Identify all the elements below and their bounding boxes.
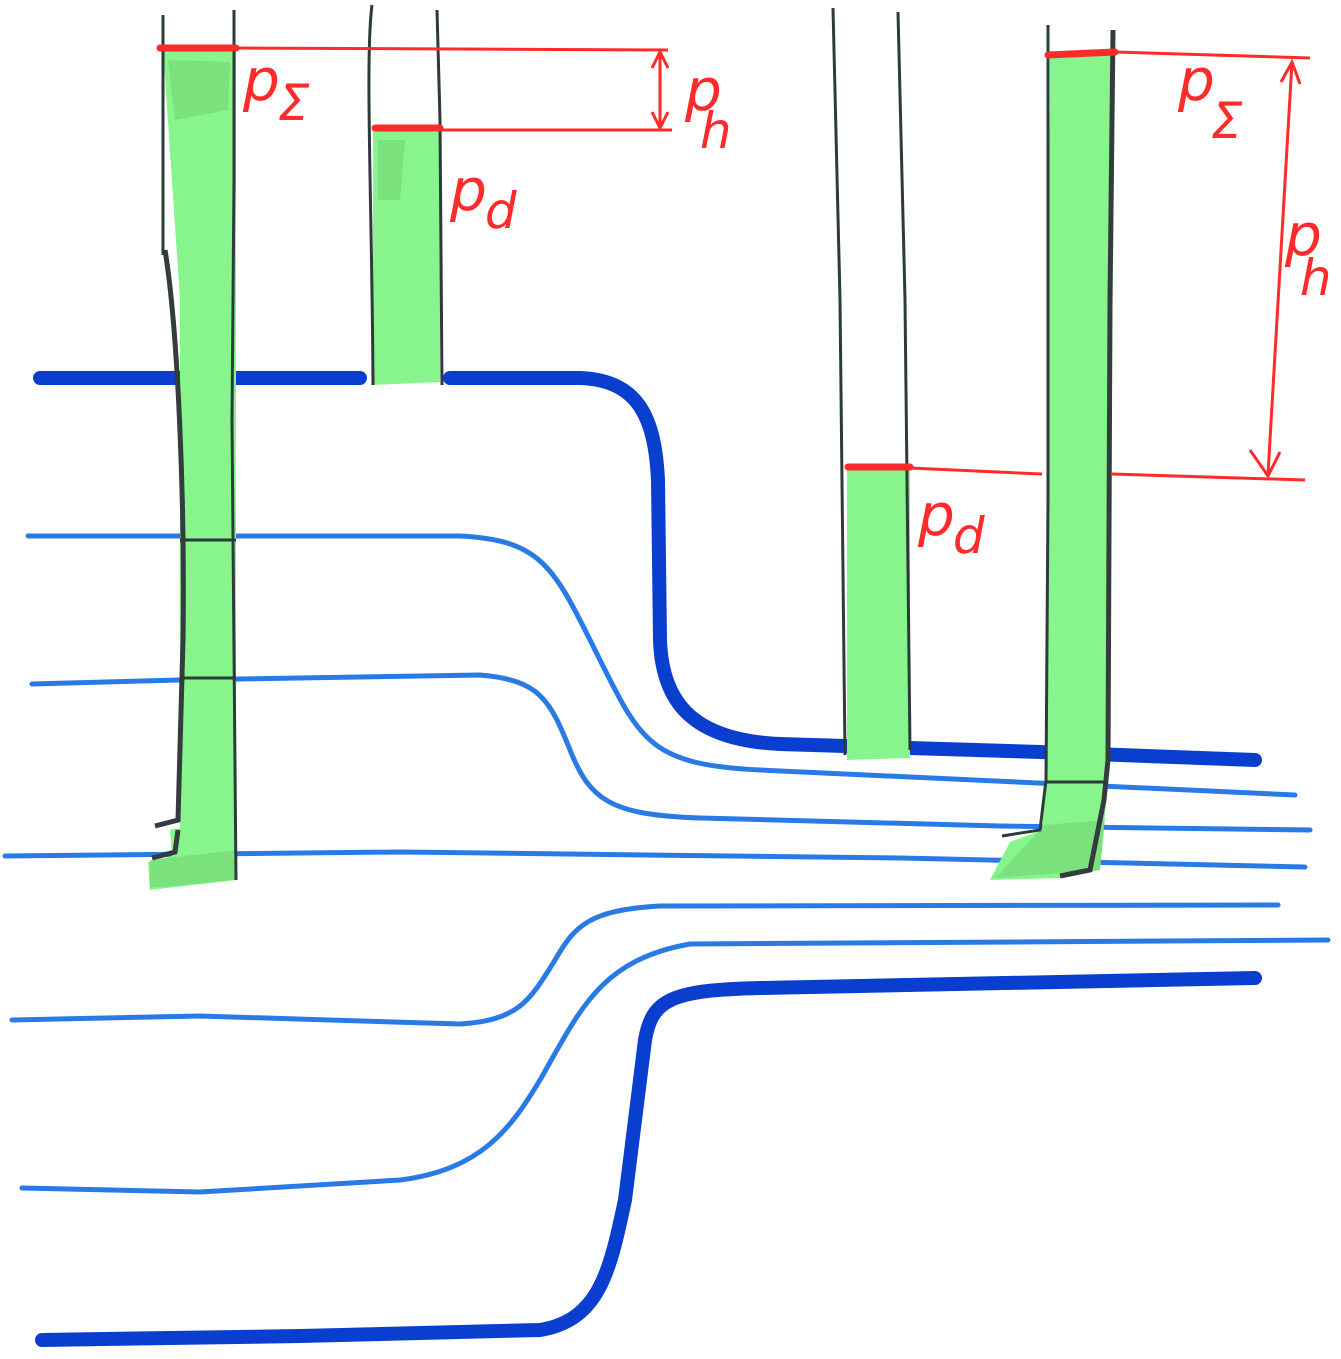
- left-ph-arrow-head-top: [650, 48, 670, 69]
- right-ph-arrow-head-top: [1279, 58, 1302, 85]
- streamline-2: [29, 672, 1313, 833]
- left-total-tube-joints: [180, 538, 236, 680]
- left-annotations: [156, 44, 672, 132]
- left-total-pressure-tube: [148, 10, 238, 890]
- streamline-4: [9, 902, 1281, 1027]
- streamline-1: [25, 533, 1298, 798]
- right-ph-arrow-head-bottom: [1248, 449, 1282, 479]
- left-total-tube-wall-left-lower: [151, 249, 186, 861]
- right-annotations: [844, 48, 1311, 482]
- left-static-tube-wall-right: [435, 9, 444, 386]
- right-static-tube-fluid: [847, 470, 910, 760]
- right-total-pressure-tube: [990, 25, 1116, 880]
- right-ph-arrow-shaft: [1266, 61, 1294, 475]
- right-total-tube-wall-left: [1001, 25, 1050, 838]
- streamlines: [2, 371, 1331, 1347]
- right-total-level: [1044, 48, 1119, 59]
- right-total-tube-fluid-shade: [995, 820, 1105, 878]
- right-static-ref-line-ext: [1111, 472, 1306, 482]
- streamline-5: [19, 937, 1331, 1195]
- streamline-bottom-boundary: [35, 971, 1262, 1347]
- right-static-pressure-tube: [831, 7, 912, 760]
- right-static-tube-wall-right: [896, 11, 912, 751]
- label-p-d-left: pd: [449, 156, 517, 240]
- right-static-ref-line: [909, 466, 1043, 476]
- left-total-tube-fluid: [148, 48, 236, 890]
- label-p-d-right: pd: [917, 481, 985, 565]
- left-static-tube-fluid-shade: [378, 140, 405, 200]
- left-total-ref-line: [235, 46, 669, 52]
- left-total-tube-wall-right: [230, 10, 238, 881]
- right-total-ref-line: [1114, 50, 1311, 60]
- right-total-tube-fluid: [990, 55, 1115, 880]
- right-total-tube-wall-right: [1059, 29, 1116, 879]
- left-static-pressure-tube: [367, 4, 444, 386]
- left-ph-arrow-head-bottom: [650, 111, 670, 132]
- left-static-tube-wall-left: [367, 4, 375, 386]
- right-static-tube-wall-left: [831, 7, 847, 756]
- label-p-sigma-left: pΣ: [242, 46, 310, 132]
